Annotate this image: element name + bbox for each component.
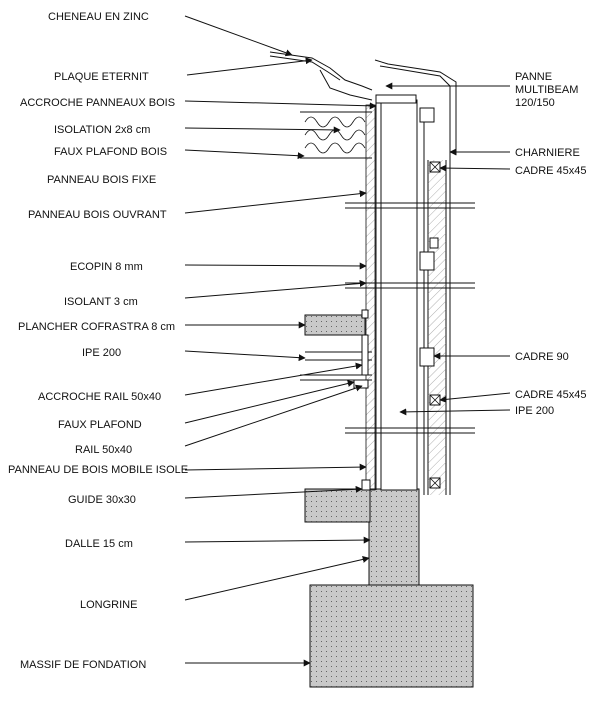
leader-isolation-2x8 — [184, 126, 341, 134]
label-faux-plafond: FAUX PLAFOND — [58, 419, 142, 431]
leader-faux-plafond — [184, 380, 355, 424]
label-rail-50x40: RAIL 50x40 — [75, 444, 132, 456]
leader-cadre-45x45-bottom — [439, 392, 511, 403]
leader-ipe-200-right — [399, 408, 511, 416]
label-plancher-cofrastra: PLANCHER COFRASTRA 8 cm — [18, 321, 175, 333]
leader-ecopin-8mm — [184, 262, 367, 270]
horizontal-cut-lines — [345, 202, 475, 434]
leader-longrine — [184, 555, 370, 601]
leader-cheneau-en-zinc — [184, 15, 293, 57]
wood-panel-strip — [365, 104, 376, 491]
insulation-coils — [300, 111, 372, 159]
label-cadre-45x45-top: CADRE 45x45 — [515, 165, 587, 177]
label-longrine: LONGRINE — [80, 599, 137, 611]
rail-details — [300, 309, 372, 491]
label-accroche-panneaux-bois: ACCROCHE PANNEAUX BOIS — [20, 97, 175, 109]
label-accroche-rail: ACCROCHE RAIL 50x40 — [38, 391, 161, 403]
label-line: CHARNIERE — [515, 147, 580, 159]
label-line: PANNE — [515, 71, 552, 83]
label-cheneau-en-zinc: CHENEAU EN ZINC — [48, 11, 149, 23]
label-charniere: CHARNIERE — [515, 147, 580, 159]
label-faux-plafond-bois: FAUX PLAFOND BOIS — [54, 146, 167, 158]
label-plaque-eternit: PLAQUE ETERNIT — [54, 71, 149, 83]
leader-accroche-panneaux-bois — [184, 100, 377, 110]
roof-assembly — [269, 51, 457, 155]
leader-panneau-mobile — [184, 463, 367, 471]
label-line: 120/150 — [515, 97, 555, 109]
leader-ipe-200-left — [184, 350, 306, 362]
label-isolant-3cm: ISOLANT 3 cm — [64, 296, 138, 308]
label-line: CADRE 45x45 — [515, 165, 587, 177]
label-panneau-bois-ouvrant: PANNEAU BOIS OUVRANT — [28, 209, 167, 221]
label-line: IPE 200 — [515, 405, 554, 417]
leader-guide-30x30 — [184, 485, 363, 499]
label-ipe-200-left: IPE 200 — [82, 347, 121, 359]
label-line: CADRE 45x45 — [515, 389, 587, 401]
label-panneau-mobile: PANNEAU DE BOIS MOBILE ISOLE — [8, 464, 188, 476]
leader-faux-plafond-bois — [184, 149, 305, 160]
label-ecopin-8mm: ECOPIN 8 mm — [70, 261, 143, 273]
leader-plaque-eternit — [186, 57, 313, 76]
label-cadre-45x45-bottom: CADRE 45x45 — [515, 389, 587, 401]
leader-accroche-rail — [184, 362, 363, 396]
label-cadre-90: CADRE 90 — [515, 351, 569, 363]
label-panneau-bois-fixe: PANNEAU BOIS FIXE — [47, 174, 156, 186]
leader-panneau-bois-ouvrant — [184, 190, 367, 214]
label-guide-30x30: GUIDE 30x30 — [68, 494, 136, 506]
plancher-slab — [304, 314, 366, 336]
labels-left-group: CHENEAU EN ZINC PLAQUE ETERNIT ACCROCHE PA… — [8, 11, 377, 671]
label-isolation-2x8: ISOLATION 2x8 cm — [54, 124, 150, 136]
leader-isolant-3cm — [184, 280, 367, 299]
leader-dalle-15cm — [184, 536, 371, 544]
foundation-massif — [309, 584, 474, 688]
label-ipe-200-right: IPE 200 — [515, 405, 554, 417]
label-line: CADRE 90 — [515, 351, 569, 363]
label-massif-fondation: MASSIF DE FONDATION — [20, 659, 146, 671]
leader-cadre-45x45-top — [439, 164, 511, 172]
cadre-boxes — [419, 107, 441, 489]
label-line: MULTIBEAM — [515, 84, 578, 96]
longrine-block — [368, 488, 420, 586]
main-column — [375, 99, 418, 491]
dalle-slab — [304, 488, 371, 523]
leader-rail-50x40 — [184, 384, 363, 447]
label-dalle-15cm: DALLE 15 cm — [65, 538, 133, 550]
